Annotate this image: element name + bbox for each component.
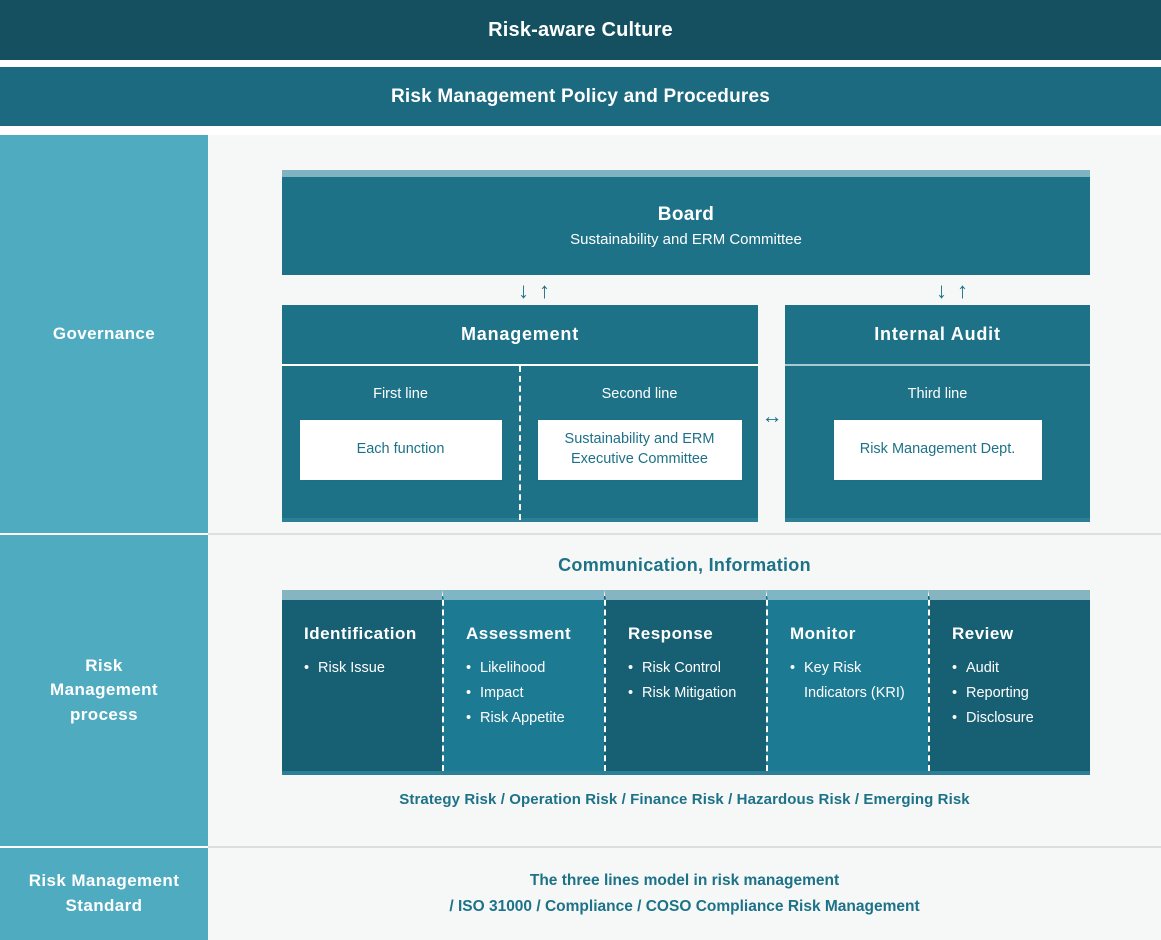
arrow-up-icon: ↑ bbox=[539, 278, 550, 303]
board-management-arrows: ↓ ↑ bbox=[504, 275, 564, 307]
panel-divider-2 bbox=[208, 846, 1161, 848]
process-column-review: ReviewAuditReportingDisclosure bbox=[928, 590, 1090, 771]
process-item: Reporting bbox=[952, 681, 1074, 706]
sidebar-label-governance: Governance bbox=[52, 323, 156, 343]
first-line-label: First line bbox=[373, 386, 428, 402]
second-line-label: Second line bbox=[601, 386, 678, 402]
communication-information-title: Communication, Information bbox=[558, 555, 811, 575]
process-column-title: Review bbox=[952, 624, 1014, 643]
sidebar-process-line-2: Management bbox=[50, 680, 158, 700]
second-line-card-text: Sustainability and ERM Executive Committ… bbox=[565, 430, 715, 469]
risk-management-standard-panel: The three lines model in risk management… bbox=[208, 848, 1161, 940]
third-line-card: Risk Management Dept. bbox=[833, 420, 1042, 480]
arrow-down-icon: ↓ bbox=[518, 278, 529, 303]
board-subtitle: Sustainability and ERM Committee bbox=[570, 231, 802, 248]
first-line-cell: First line Each function bbox=[282, 366, 519, 520]
process-columns: IdentificationRisk IssueAssessmentLikeli… bbox=[282, 590, 1090, 775]
governance-panel: Board Sustainability and ERM Committee ↓… bbox=[208, 135, 1161, 533]
sidebar-process-line-3: process bbox=[69, 704, 138, 724]
process-column-title: Monitor bbox=[790, 624, 856, 643]
process-item: Disclosure bbox=[952, 706, 1074, 731]
process-column-items: Risk ControlRisk Mitigation bbox=[628, 656, 766, 706]
first-line-card: Each function bbox=[299, 420, 502, 480]
process-column-items: AuditReportingDisclosure bbox=[952, 656, 1090, 731]
process-column-monitor: MonitorKey Risk Indicators (KRI) bbox=[766, 590, 928, 771]
sidebar-standard-line-2: Standard bbox=[65, 896, 143, 915]
risk-aware-culture-label: Risk-aware Culture bbox=[488, 18, 673, 41]
sidebar-label-risk-management-standard: Risk Management Standard bbox=[29, 869, 180, 918]
third-line-cell: Third line Risk Management Dept. bbox=[785, 366, 1090, 520]
process-item: Risk Issue bbox=[304, 656, 426, 681]
management-title: Management bbox=[282, 305, 758, 366]
standard-line-1: The three lines model in risk management bbox=[529, 872, 840, 890]
management-lines: First line Each function Second line Sus… bbox=[282, 366, 758, 520]
process-column-title: Assessment bbox=[466, 624, 572, 643]
process-column-items: Key Risk Indicators (KRI) bbox=[790, 656, 928, 706]
sidebar-section-governance: Governance bbox=[0, 135, 208, 533]
process-item: Risk Appetite bbox=[466, 706, 588, 731]
sidebar-section-risk-management-process: Risk Management process bbox=[0, 535, 208, 846]
risk-management-process-panel: Communication, Information Identificatio… bbox=[208, 535, 1161, 846]
arrow-down-icon: ↓ bbox=[936, 278, 947, 303]
internal-audit-title: Internal Audit bbox=[785, 305, 1090, 366]
third-line-label: Third line bbox=[907, 386, 968, 402]
second-line-card-line-2: Executive Committee bbox=[570, 451, 708, 467]
board-audit-arrows: ↓ ↑ bbox=[922, 275, 982, 307]
process-column-identification: IdentificationRisk Issue bbox=[282, 590, 442, 771]
process-column-items: Risk Issue bbox=[304, 656, 442, 681]
process-item: Likelihood bbox=[466, 656, 588, 681]
second-line-card: Sustainability and ERM Executive Committ… bbox=[537, 420, 742, 480]
sidebar-section-risk-management-standard: Risk Management Standard bbox=[0, 848, 208, 940]
standard-text: The three lines model in risk management… bbox=[208, 848, 1161, 940]
process-column-response: ResponseRisk ControlRisk Mitigation bbox=[604, 590, 766, 771]
management-audit-bidirectional-arrow-icon: ↔ bbox=[759, 403, 785, 429]
process-column-assessment: AssessmentLikelihoodImpactRisk Appetite bbox=[442, 590, 604, 771]
board-title: Board bbox=[657, 204, 715, 225]
process-item: Impact bbox=[466, 681, 588, 706]
process-item: Audit bbox=[952, 656, 1074, 681]
second-line-cell: Second line Sustainability and ERM Execu… bbox=[519, 366, 758, 520]
board-box: Board Sustainability and ERM Committee bbox=[282, 170, 1090, 275]
second-line-card-line-1: Sustainability and ERM bbox=[564, 431, 715, 448]
sidebar-standard-line-1: Risk Management bbox=[28, 871, 180, 891]
standard-line-2: / ISO 31000 / Compliance / COSO Complian… bbox=[449, 898, 920, 915]
process-item: Risk Mitigation bbox=[628, 681, 750, 706]
panel-divider-1 bbox=[208, 533, 1161, 535]
process-column-title: Response bbox=[628, 624, 714, 643]
sidebar-label-risk-management-process: Risk Management process bbox=[50, 654, 158, 728]
internal-audit-box: Internal Audit Third line Risk Managemen… bbox=[785, 305, 1090, 522]
process-column-items: LikelihoodImpactRisk Appetite bbox=[466, 656, 604, 731]
risk-management-policy-banner: Risk Management Policy and Procedures bbox=[0, 67, 1161, 126]
framework-body: Governance Risk Management process Risk … bbox=[0, 135, 1161, 940]
risk-types-label: Strategy Risk / Operation Risk / Finance… bbox=[399, 791, 970, 808]
risk-aware-culture-banner: Risk-aware Culture bbox=[0, 0, 1161, 60]
process-column-title: Identification bbox=[304, 624, 417, 643]
management-box: Management First line Each function Seco… bbox=[282, 305, 758, 522]
risk-management-policy-label: Risk Management Policy and Procedures bbox=[390, 85, 771, 107]
arrow-up-icon: ↑ bbox=[957, 278, 968, 303]
internal-audit-lines: Third line Risk Management Dept. bbox=[785, 366, 1090, 520]
process-item: Key Risk Indicators (KRI) bbox=[790, 656, 912, 706]
sidebar-process-line-1: Risk bbox=[85, 655, 123, 675]
process-item: Risk Control bbox=[628, 656, 750, 681]
